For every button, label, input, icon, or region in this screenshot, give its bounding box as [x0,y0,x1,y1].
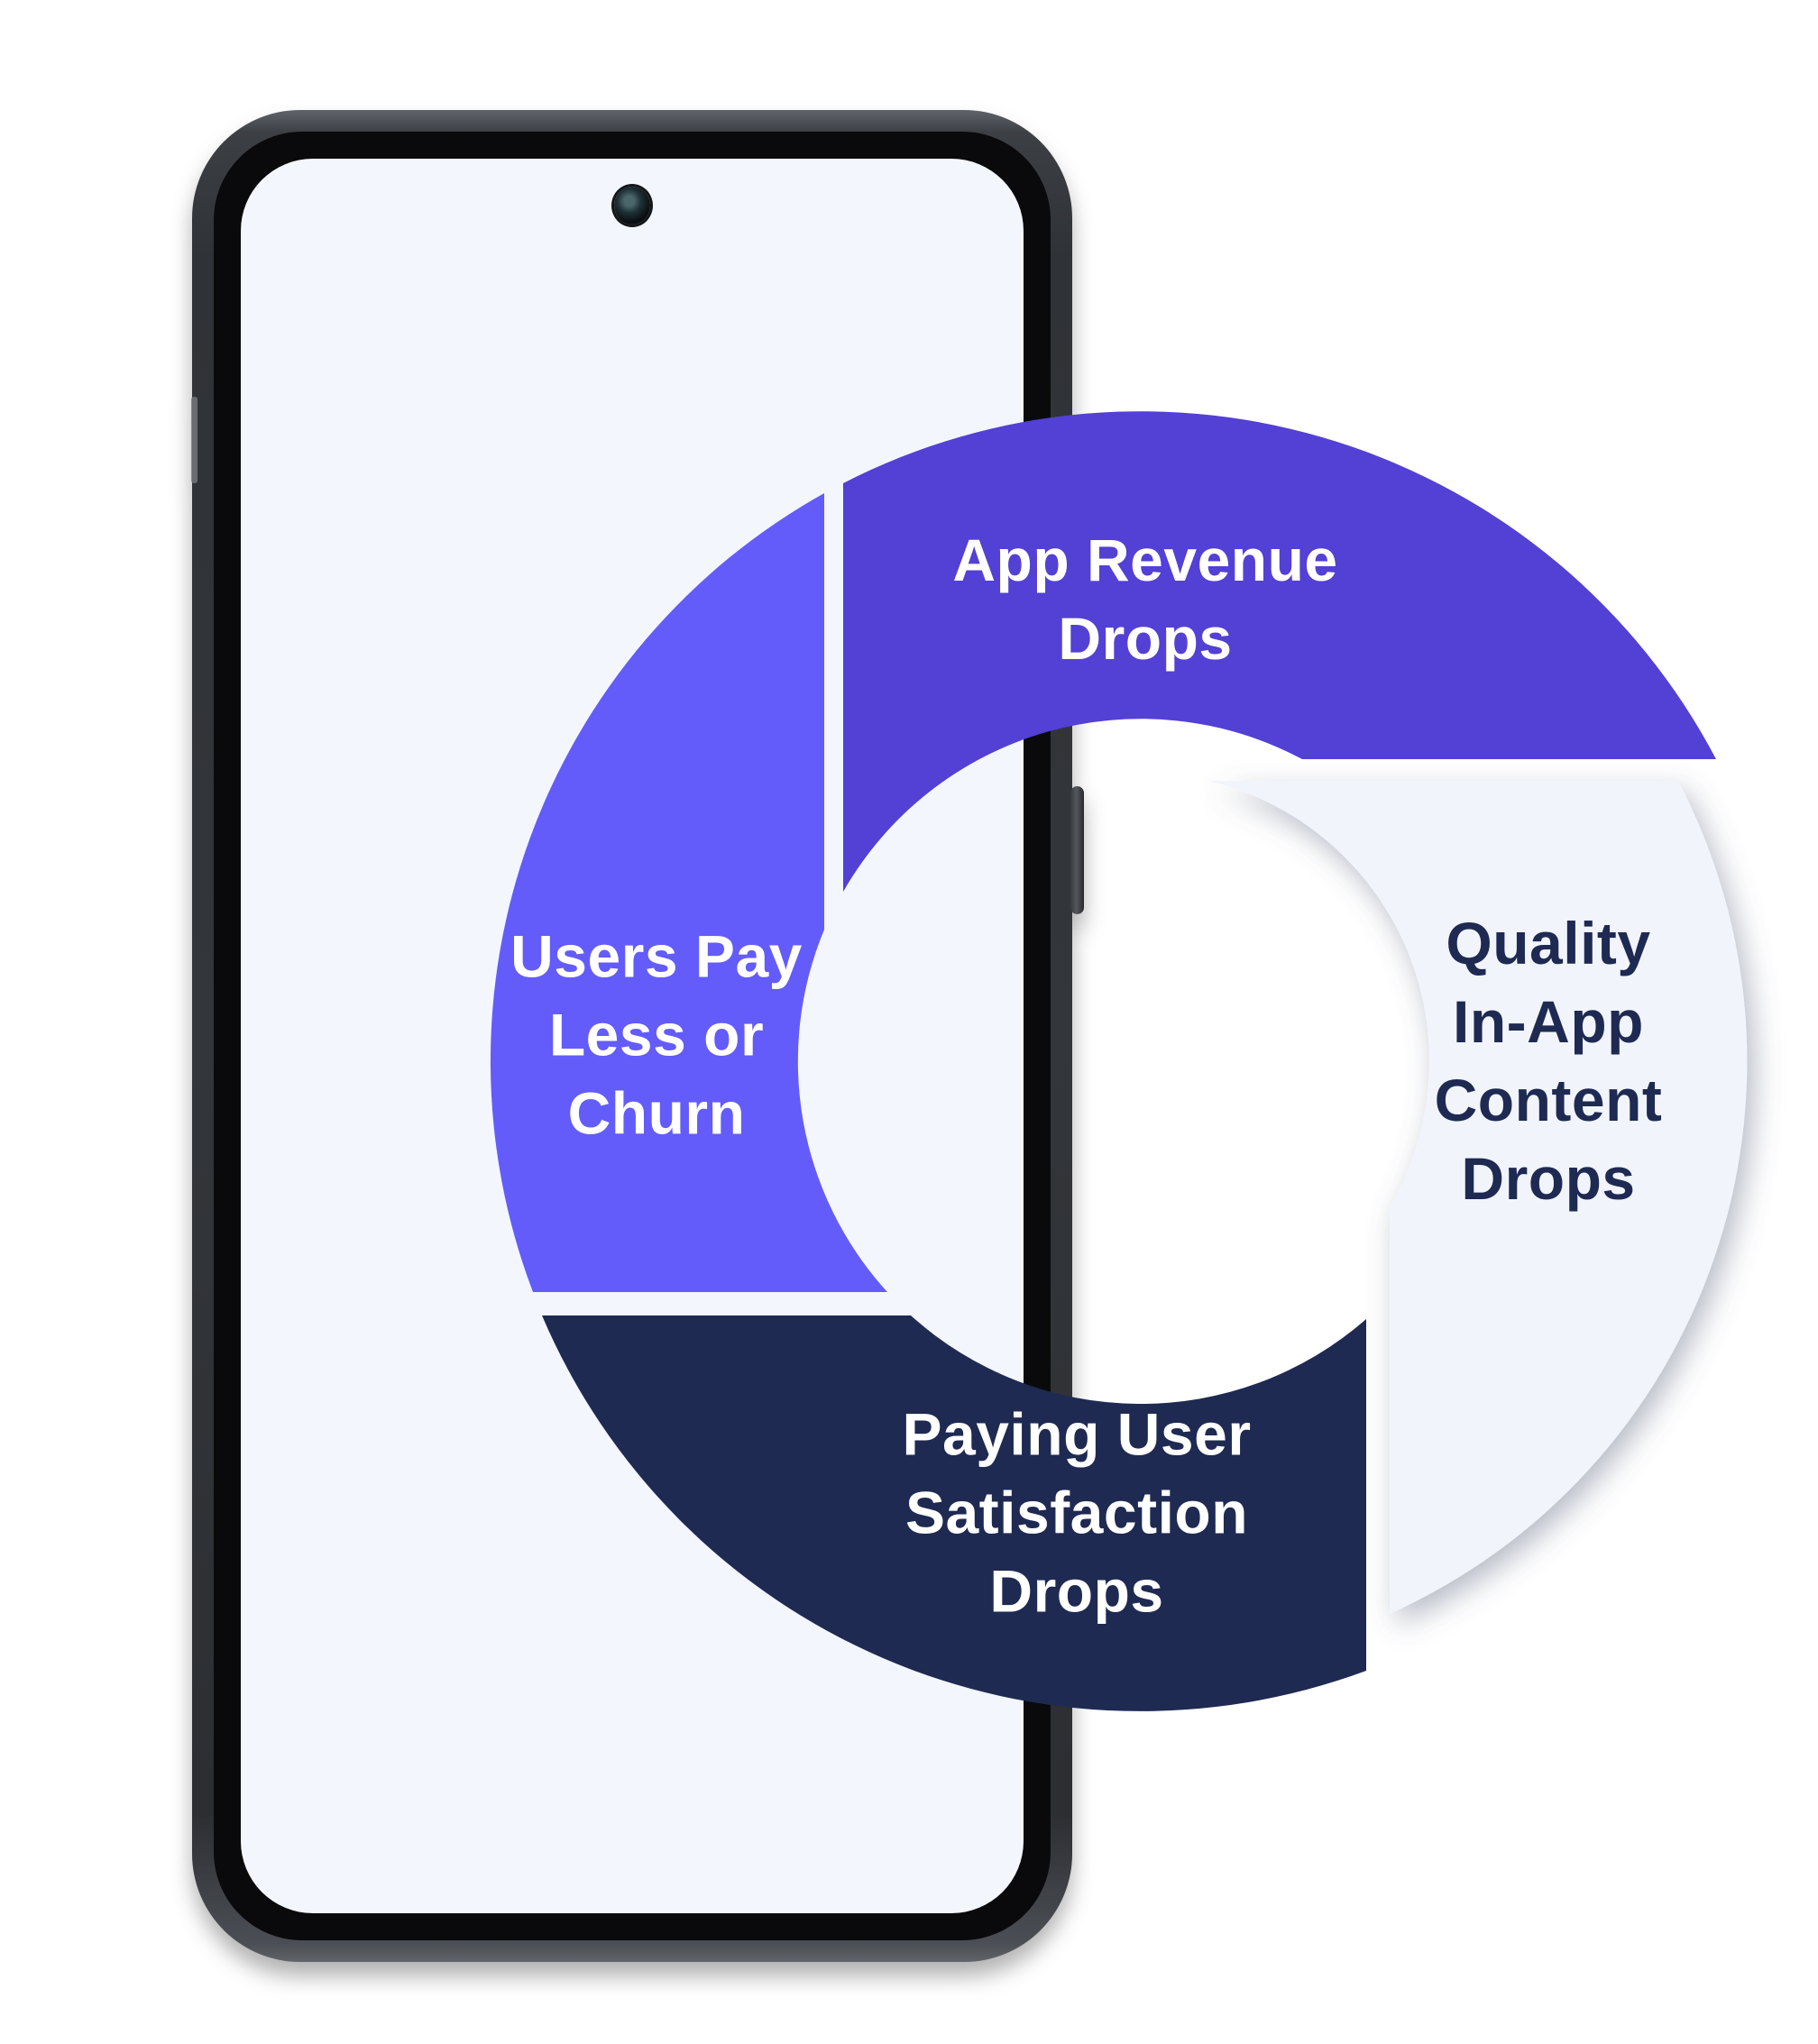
segment-label-app-revenue: App Revenue Drops [952,526,1338,672]
segment-label-users-pay-less: Users Pay Less or Churn [510,922,803,1147]
segment-user-satisfaction [542,1315,1366,1711]
segment-label-user-satisfaction: Paying User Satisfaction Drops [902,1400,1252,1625]
power-button [1070,786,1084,914]
segment-app-revenue [843,411,1716,892]
antenna-line [191,397,197,483]
segment-label-quality-content: Quality In-App Content Drops [1434,909,1663,1213]
segment-quality-content [1208,781,1748,1614]
front-camera-icon [614,187,650,225]
segment-users-pay-less [490,493,887,1292]
